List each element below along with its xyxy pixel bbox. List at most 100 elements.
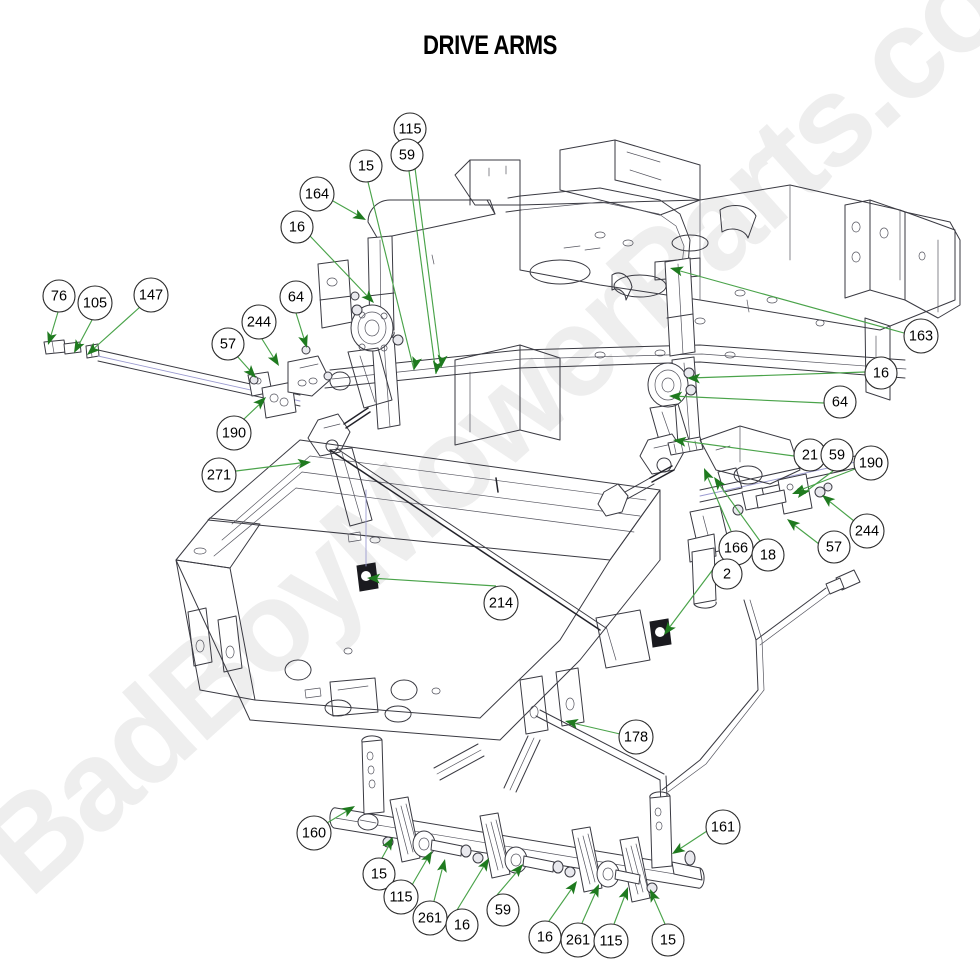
leader-line — [675, 439, 795, 457]
leader-arrowhead — [437, 354, 448, 368]
leader-line — [89, 306, 141, 353]
leader-arrowhead — [367, 573, 381, 584]
callout-number: 15 — [371, 867, 387, 883]
callout-16[interactable]: 16 — [528, 920, 562, 954]
callout-bubble-circle — [133, 277, 169, 313]
leader-line — [369, 577, 497, 587]
callout-number: 18 — [760, 548, 776, 564]
callout-105[interactable]: 105 — [77, 285, 113, 321]
leader-arrowhead — [673, 436, 687, 447]
callout-number: 115 — [389, 890, 412, 906]
callout-178[interactable]: 178 — [618, 719, 654, 755]
callout-bubble-circle — [42, 279, 76, 313]
callout-161[interactable]: 161 — [705, 809, 741, 845]
leader-arrowhead — [704, 468, 714, 482]
callout-15[interactable]: 15 — [651, 923, 685, 957]
leader-arrowhead — [787, 519, 801, 531]
callout-160[interactable]: 160 — [296, 815, 332, 851]
leader-arrowhead — [361, 290, 374, 303]
leader-arrowhead — [478, 858, 489, 872]
callout-bubble-circle — [349, 149, 383, 183]
callout-number: 2 — [723, 567, 731, 583]
callout-number: 214 — [489, 596, 513, 612]
callout-16[interactable]: 16 — [280, 210, 314, 244]
callout-163[interactable]: 163 — [903, 318, 939, 354]
callout-bubble-circle — [216, 415, 252, 451]
callout-number: 57 — [220, 337, 236, 353]
callout-16[interactable]: 16 — [445, 908, 479, 942]
callout-bubble-circle — [279, 280, 313, 314]
callout-57[interactable]: 57 — [817, 530, 851, 564]
callout-244[interactable]: 244 — [241, 304, 277, 340]
bent-push-rod — [535, 569, 861, 861]
callout-57[interactable]: 57 — [211, 327, 245, 361]
callout-bubble-circle — [211, 327, 245, 361]
callout-244[interactable]: 244 — [849, 513, 885, 549]
callout-bubble-circle — [849, 513, 885, 549]
leader-line — [672, 268, 905, 334]
leader-arrowhead — [412, 356, 422, 370]
leader-arrowhead — [664, 621, 676, 635]
callout-number: 261 — [566, 933, 590, 949]
callout-59[interactable]: 59 — [486, 893, 520, 927]
callout-number: 59 — [495, 903, 511, 919]
callout-115[interactable]: 115 — [383, 879, 419, 915]
leader-arrowhead — [618, 887, 629, 901]
callout-number: 15 — [358, 159, 374, 175]
lower-lift-bar-assembly — [329, 735, 705, 903]
callout-147[interactable]: 147 — [133, 277, 169, 313]
callout-2[interactable]: 2 — [711, 558, 743, 590]
callout-164[interactable]: 164 — [299, 176, 335, 212]
callout-64[interactable]: 64 — [279, 280, 313, 314]
callout-number: 64 — [832, 395, 848, 411]
callout-261[interactable]: 261 — [412, 900, 448, 936]
leader-line — [704, 470, 732, 532]
leader-arrowhead — [47, 331, 57, 345]
callout-bubble-circle — [903, 318, 939, 354]
callout-bubble-circle — [241, 304, 277, 340]
callout-271[interactable]: 271 — [201, 457, 237, 493]
leader-line — [715, 479, 761, 542]
callout-15[interactable]: 15 — [362, 857, 396, 891]
leader-arrowhead — [87, 342, 101, 355]
leader-line — [456, 860, 488, 911]
callout-16[interactable]: 16 — [864, 356, 898, 390]
callout-bubble-circle — [412, 900, 448, 936]
callout-bubble-circle — [77, 285, 113, 321]
callout-190[interactable]: 190 — [216, 415, 252, 451]
left-drive-arm-assembly — [307, 259, 404, 527]
callout-214[interactable]: 214 — [483, 585, 519, 621]
callout-number: 16 — [873, 366, 889, 382]
callout-number: 64 — [288, 290, 304, 306]
callout-59[interactable]: 59 — [390, 138, 424, 172]
leader-arrowhead — [672, 842, 686, 854]
callout-number: 164 — [305, 187, 329, 203]
callout-166[interactable]: 166 — [718, 530, 754, 566]
callout-261[interactable]: 261 — [560, 922, 596, 958]
callout-64[interactable]: 64 — [823, 385, 857, 419]
callout-number: 190 — [222, 426, 246, 442]
leader-line — [665, 567, 715, 633]
leader-line — [235, 461, 309, 472]
leader-arrowhead — [792, 484, 806, 495]
callout-bubble-circle — [201, 457, 237, 493]
leader-line — [408, 170, 437, 375]
callout-76[interactable]: 76 — [42, 279, 76, 313]
callout-59[interactable]: 59 — [820, 438, 854, 472]
leader-arrowhead — [432, 360, 443, 374]
leader-arrowhead — [243, 364, 256, 378]
callout-number: 271 — [207, 468, 231, 484]
callout-18[interactable]: 18 — [751, 538, 785, 572]
callout-115[interactable]: 115 — [593, 923, 629, 959]
callout-115[interactable]: 115 — [393, 112, 427, 146]
callout-bubble-circle — [362, 857, 396, 891]
callout-bubble-circle — [299, 176, 335, 212]
callout-number: 115 — [398, 122, 421, 138]
leader-arrowhead — [267, 352, 279, 366]
callout-190[interactable]: 190 — [853, 445, 889, 481]
callout-number: 16 — [289, 220, 305, 236]
callout-15[interactable]: 15 — [349, 149, 383, 183]
leader-line — [367, 181, 415, 371]
callout-bubble-circle — [618, 719, 654, 755]
